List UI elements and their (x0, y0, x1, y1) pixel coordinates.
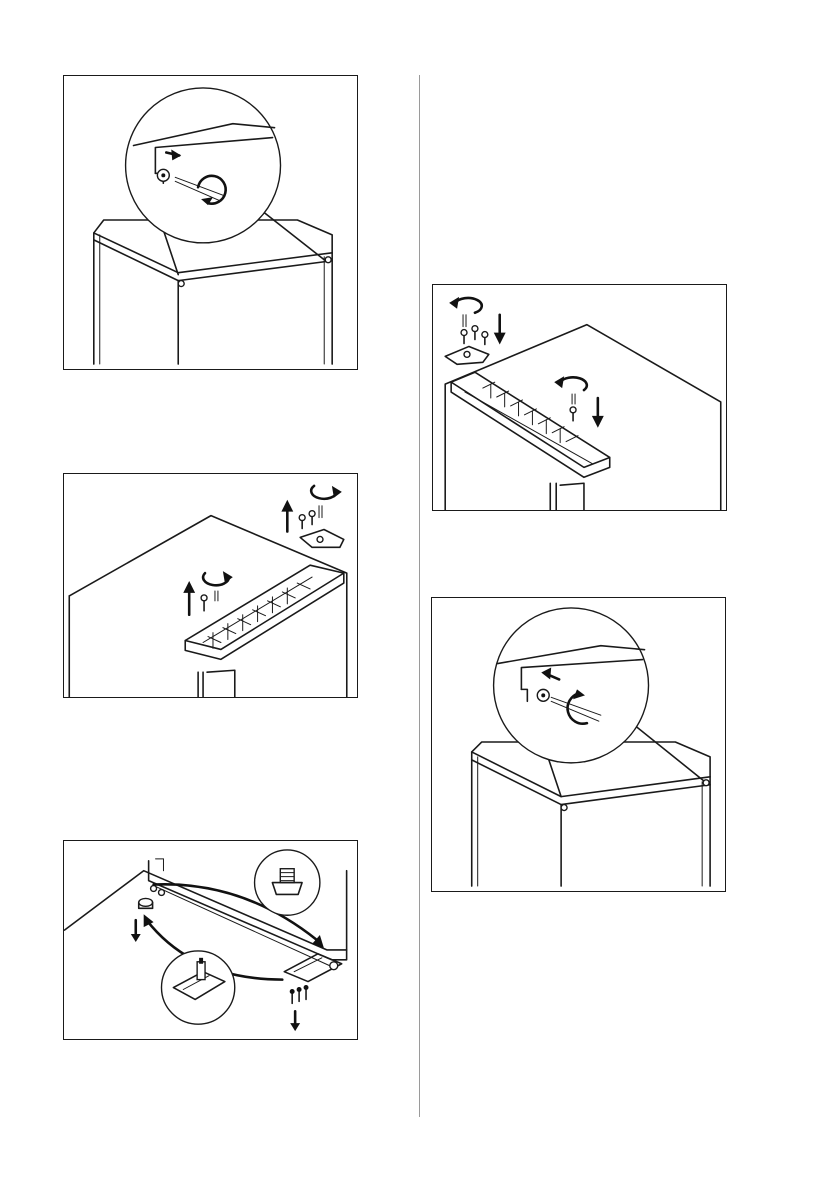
illustration-cabinet-top-screws-refit (432, 598, 725, 891)
cabinet-outline (445, 325, 721, 510)
rotate-icon (560, 377, 587, 390)
figure-remove-hinge-cover (63, 473, 358, 698)
rotate-icon (455, 298, 482, 313)
detail-magnifier (494, 608, 707, 797)
screw-icon (570, 407, 576, 421)
illustration-bottom-hinge-foot (64, 841, 357, 1039)
screw-icon (290, 985, 309, 1003)
cabinet-outline (472, 742, 710, 886)
column-divider (419, 75, 420, 1117)
illustration-hinge-cover-fitting (433, 285, 726, 510)
figure-fit-hinge-cover (432, 284, 727, 511)
screw-icon (201, 595, 207, 611)
detail-magnifier (126, 88, 325, 275)
figure-remove-top-cover-screws (63, 75, 358, 370)
foot-icon (139, 898, 153, 908)
illustration-hinge-cover-removal (64, 474, 357, 697)
hinge-cover (451, 372, 610, 510)
illustration-cabinet-top-screws (64, 76, 357, 369)
figure-move-bottom-hinge (63, 840, 358, 1040)
screw-icon (299, 511, 315, 529)
figure-refit-top-cover-screws (431, 597, 726, 892)
screw-icon (461, 326, 488, 345)
